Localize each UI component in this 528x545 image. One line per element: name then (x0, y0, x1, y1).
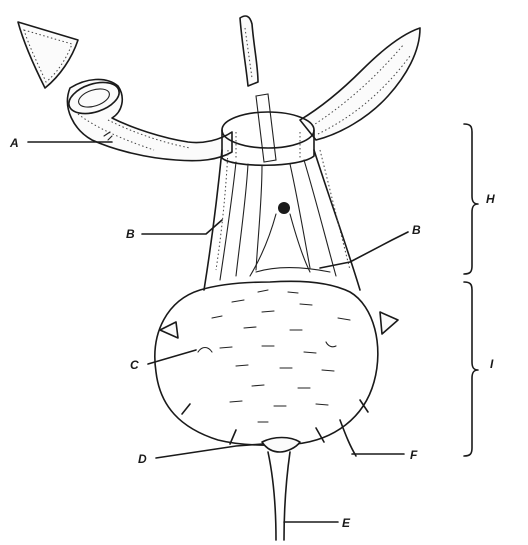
label-e: E (342, 516, 351, 530)
right-arm (300, 28, 420, 140)
leader-lines (28, 142, 408, 522)
neck-funnel (204, 150, 360, 290)
label-a: A (9, 136, 19, 150)
label-c: C (130, 358, 139, 372)
label-i: I (490, 357, 494, 371)
label-f: F (410, 448, 418, 462)
label-b-right: B (412, 223, 421, 237)
bracket-i (464, 282, 478, 456)
left-arm (65, 77, 232, 161)
apical-spine (240, 16, 276, 162)
label-h: H (486, 192, 495, 206)
label-d: D (138, 452, 147, 466)
spherical-body (155, 281, 398, 445)
label-b-left: B (126, 227, 135, 241)
bracket-h (464, 124, 478, 274)
detached-fragment (18, 22, 78, 88)
